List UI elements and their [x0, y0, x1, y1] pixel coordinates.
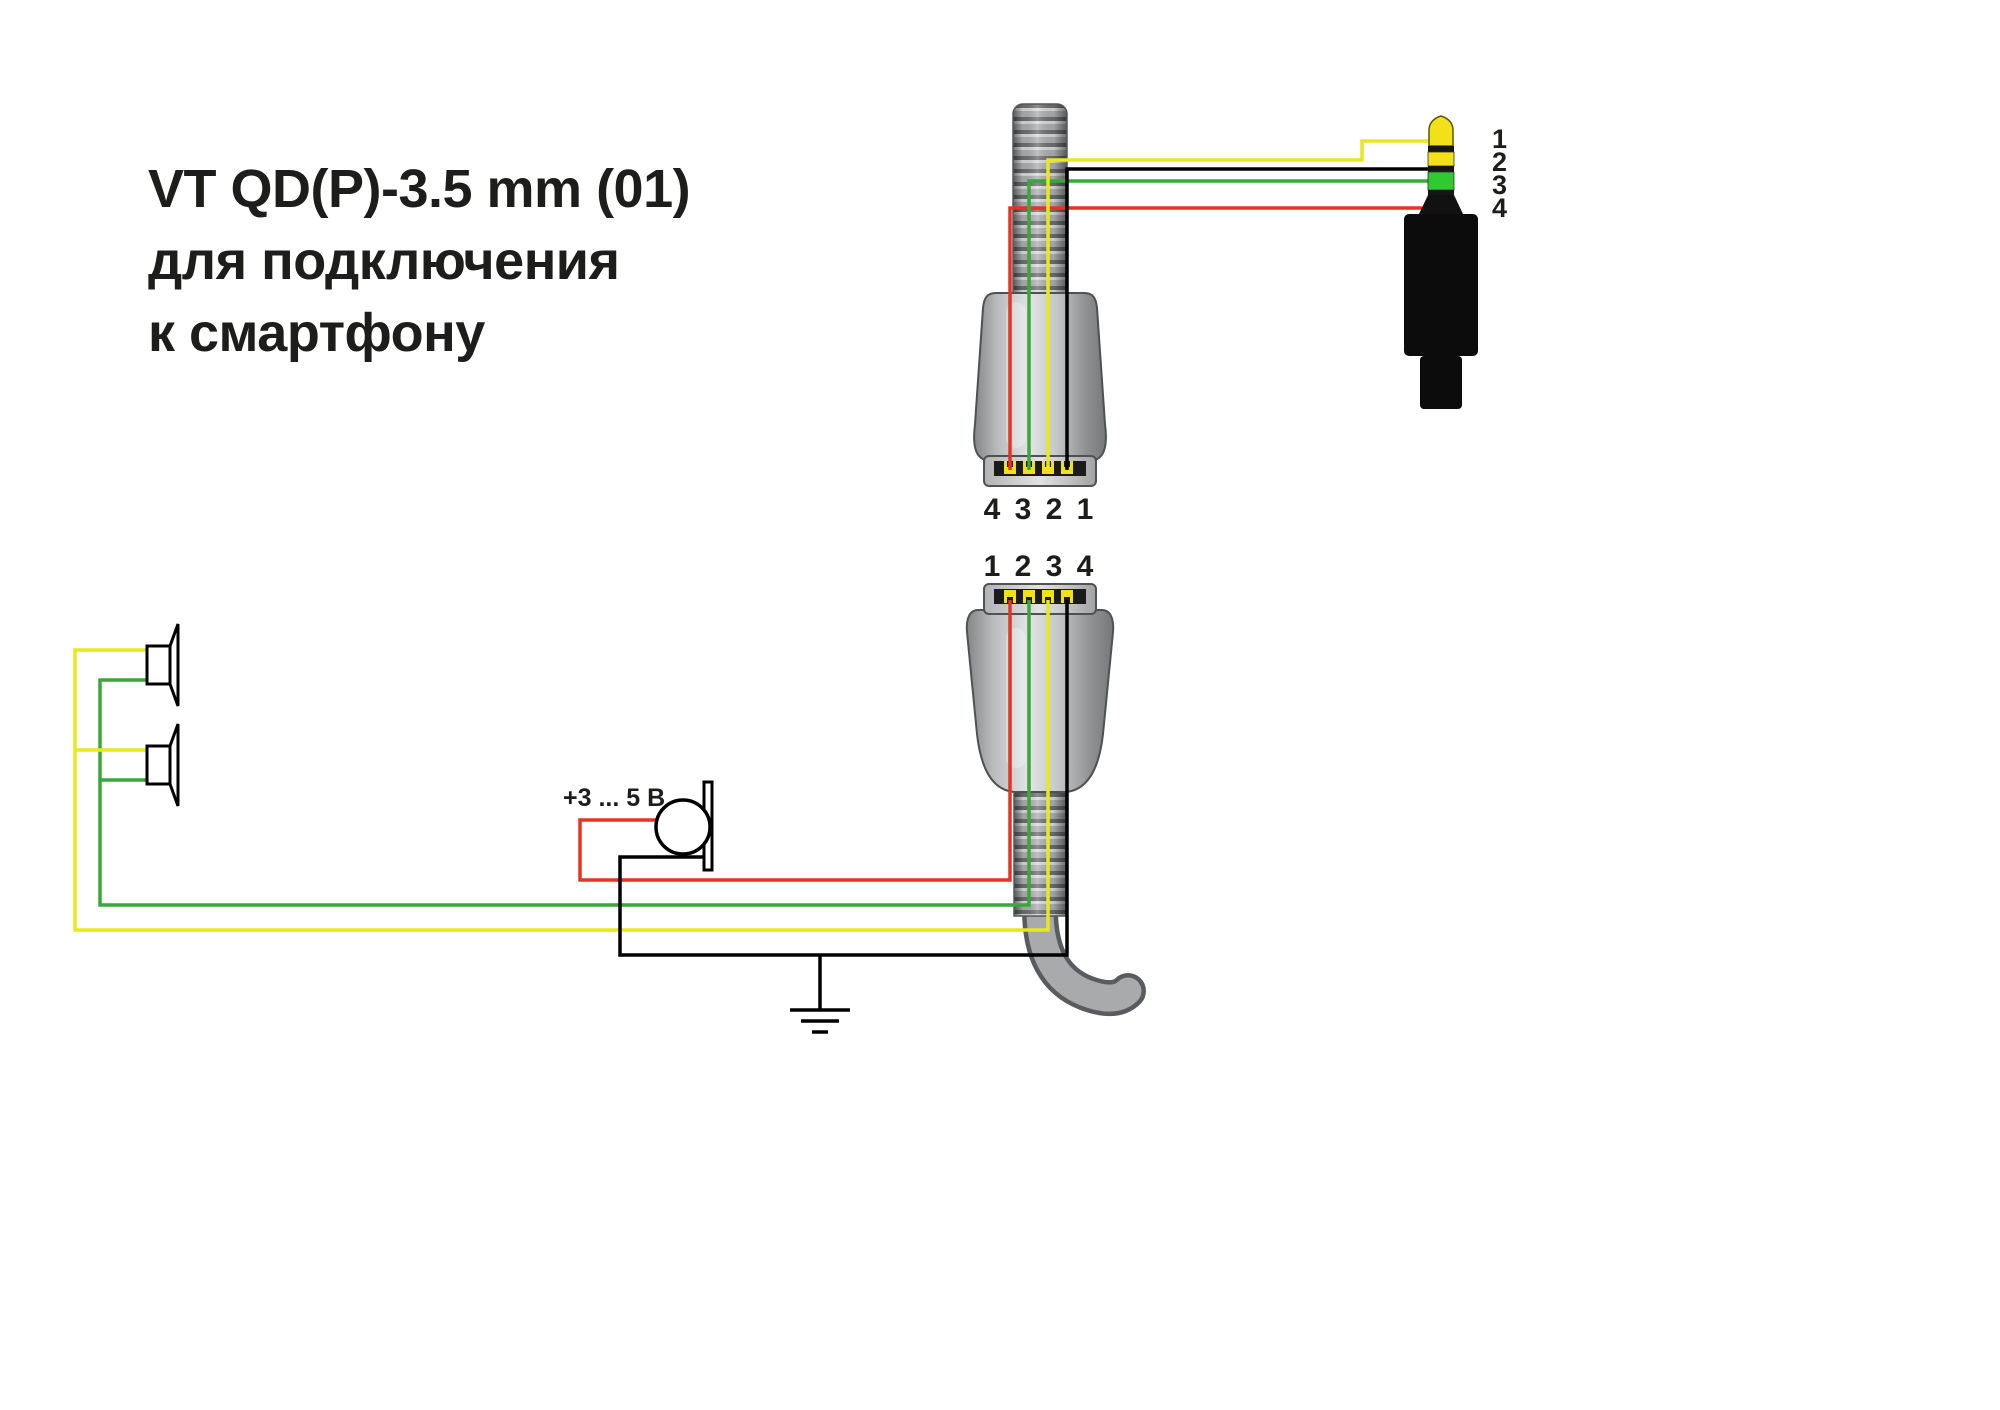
bottom-cable-tail: [1026, 896, 1142, 1012]
jack-pin-label-1: 1: [1492, 124, 1507, 154]
wire-green-top: [1027, 179, 1430, 470]
wire-green-bottom: [98, 600, 1031, 907]
bottom-wires: [73, 600, 1069, 1010]
ground-symbol: [790, 1008, 850, 1034]
mic-voltage-label: +3 ... 5 В: [563, 784, 665, 812]
microphone: +3 ... 5 В: [563, 780, 714, 872]
top-qd-connector: 4 3 2 1: [973, 103, 1107, 526]
wire-yellow-top: [1046, 139, 1431, 470]
jack-pin-label-4: 4: [1492, 193, 1507, 223]
wire-red-bottom: [578, 600, 1012, 882]
top-connector-cable-shading: [1012, 103, 1068, 305]
top-wires: [1008, 139, 1431, 470]
jack-tail: [1420, 356, 1462, 409]
speaker-1: [145, 623, 180, 707]
jack-pin-label-3: 3: [1492, 170, 1507, 200]
wire-black-top: [1065, 167, 1430, 470]
jack-pin-labels: 1 2 3 4: [1492, 124, 1507, 223]
jack-separator-3: [1428, 190, 1454, 195]
jack-ring-green: [1427, 171, 1455, 191]
jack-pin-label-2: 2: [1492, 147, 1507, 177]
title-line-1: VT QD(P)-3.5 mm (01): [148, 159, 690, 219]
microphone-capsule: [654, 798, 712, 856]
jack-separator-2: [1428, 166, 1454, 172]
trrs-jack-plug: 1 2 3 4: [1404, 115, 1507, 409]
title-block: VT QD(P)-3.5 mm (01) для подключения к с…: [148, 159, 691, 363]
jack-neck: [1419, 195, 1463, 214]
speaker-2-driver: [145, 744, 172, 786]
top-connector-body: [973, 292, 1107, 463]
bottom-connector-body: [965, 609, 1115, 793]
jack-ring-yellow: [1427, 151, 1455, 167]
title-line-2: для подключения: [148, 231, 620, 291]
jack-separator-1: [1428, 146, 1454, 152]
jack-tip: [1428, 115, 1454, 147]
top-connector-pin-numbers: 4 3 2 1: [984, 493, 1097, 526]
speaker-2: [145, 723, 180, 807]
wire-red-top: [1008, 206, 1430, 470]
wire-black-bottom: [618, 600, 1069, 957]
wire-yellow-bottom: [73, 600, 1050, 932]
jack-body: [1404, 214, 1478, 356]
title-line-3: к смартфону: [148, 303, 485, 363]
bottom-connector-cable-shading: [1013, 789, 1067, 917]
bottom-connector-pin-numbers: 1 2 3 4: [984, 550, 1097, 583]
speaker-1-driver: [145, 644, 172, 686]
